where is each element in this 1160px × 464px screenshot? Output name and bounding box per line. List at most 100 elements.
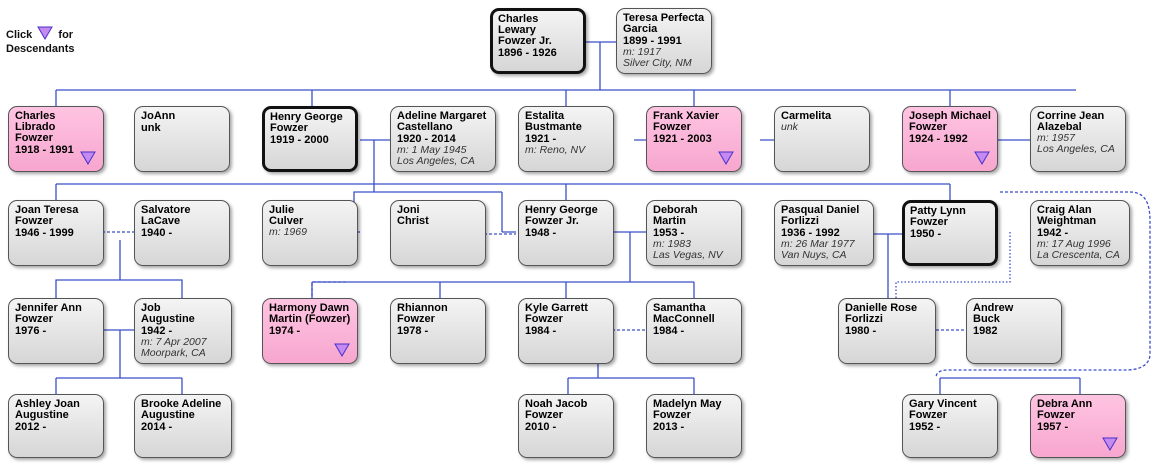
person-years: 1980 - bbox=[845, 325, 877, 337]
person-name: Craig Alan Weightman bbox=[1037, 204, 1097, 227]
person-name: Joseph Michael Fowzer bbox=[909, 110, 991, 133]
person-card-henry-george-fowzer-jr[interactable]: Henry George Fowzer Jr.1948 - bbox=[518, 200, 614, 266]
person-name: Danielle Rose Forlizzi bbox=[845, 302, 918, 325]
person-name: Andrew Buck bbox=[973, 302, 1014, 325]
person-name: Kyle Garrett Fowzer bbox=[525, 302, 588, 325]
marriage-info: m: Reno, NV bbox=[525, 144, 586, 156]
person-card-harmony-dawn-martin-fowzer[interactable]: Harmony Dawn Martin (Fowzer)1974 - bbox=[262, 298, 358, 364]
person-years: 2014 - bbox=[141, 421, 173, 433]
person-name: Harmony Dawn Martin (Fowzer) bbox=[269, 302, 351, 325]
person-name: Deborah Martin bbox=[653, 204, 698, 227]
descendants-triangle-icon[interactable] bbox=[80, 151, 96, 165]
person-name: Samantha MacConnell bbox=[653, 302, 715, 325]
person-years: 1957 - bbox=[1037, 421, 1069, 433]
marriage-info: m: 17 Aug 1996 La Crescenta, CA bbox=[1037, 238, 1120, 261]
person-name: Debra Ann Fowzer bbox=[1037, 398, 1093, 421]
marriage-info: m: 26 Mar 1977 Van Nuys, CA bbox=[781, 238, 855, 261]
descendants-triangle-icon[interactable] bbox=[1102, 437, 1118, 451]
descendants-triangle-icon[interactable] bbox=[334, 343, 350, 357]
person-years: 1918 - 1991 bbox=[15, 144, 74, 156]
person-years: 1950 - bbox=[910, 228, 942, 240]
person-name: Charles Librado Fowzer bbox=[15, 110, 56, 144]
person-name: Frank Xavier Fowzer bbox=[653, 110, 720, 133]
person-name: Pasqual Daniel Forlizzi bbox=[781, 204, 860, 227]
person-name: Job Augustine bbox=[141, 302, 195, 325]
person-years: 1984 - bbox=[525, 325, 557, 337]
person-years: 1953 - bbox=[653, 227, 685, 239]
person-card-charles-lewary-fowzer-jr[interactable]: Charles Lewary Fowzer Jr.1896 - 1926 bbox=[490, 8, 586, 74]
person-name: Madelyn May Fowzer bbox=[653, 398, 722, 421]
person-years: 1919 - 2000 bbox=[270, 134, 329, 146]
person-name: Adeline Margaret Castellano bbox=[397, 110, 487, 133]
person-years: 1921 - 2003 bbox=[653, 133, 712, 145]
person-years: 1978 - bbox=[397, 325, 429, 337]
person-name: Julie Culver bbox=[269, 204, 304, 227]
person-years: 1936 - 1992 bbox=[781, 227, 840, 239]
person-years: unk bbox=[141, 122, 161, 134]
person-name: Carmelita bbox=[781, 110, 832, 122]
person-name: Patty Lynn Fowzer bbox=[910, 205, 966, 228]
person-years: 2010 - bbox=[525, 421, 557, 433]
person-name: JoAnn bbox=[141, 110, 176, 122]
marriage-info: m: 1969 bbox=[269, 226, 307, 238]
person-name: Salvatore LaCave bbox=[141, 204, 191, 227]
person-years: 1899 - 1991 bbox=[623, 35, 682, 47]
legend: Click for Descendants bbox=[6, 26, 74, 56]
descendants-triangle-icon[interactable] bbox=[718, 151, 734, 165]
marriage-info: m: 1957 Los Angeles, CA bbox=[1037, 132, 1115, 155]
person-name: Joan Teresa Fowzer bbox=[15, 204, 79, 227]
person-card-joni-christ[interactable]: Joni Christ bbox=[390, 200, 486, 266]
person-years: 1946 - 1999 bbox=[15, 227, 74, 239]
descendants-triangle-icon[interactable] bbox=[974, 151, 990, 165]
person-years: 2012 - bbox=[15, 421, 47, 433]
person-name: Gary Vincent Fowzer bbox=[909, 398, 977, 421]
person-name: Corrine Jean Alazebal bbox=[1037, 110, 1105, 133]
legend-for-label: for bbox=[58, 29, 74, 41]
person-name: Charles Lewary Fowzer Jr. bbox=[498, 13, 552, 47]
person-name: Noah Jacob Fowzer bbox=[525, 398, 588, 421]
person-years: 1921 - bbox=[525, 133, 557, 145]
person-name: Brooke Adeline Augustine bbox=[141, 398, 222, 421]
person-years: 1974 - bbox=[269, 325, 301, 337]
person-name: Rhiannon Fowzer bbox=[397, 302, 448, 325]
marriage-info: m: 1 May 1945 Los Angeles, CA bbox=[397, 144, 475, 167]
person-years: 1896 - 1926 bbox=[498, 47, 557, 59]
descendants-triangle-icon bbox=[37, 26, 54, 40]
person-years: 1940 - bbox=[141, 227, 173, 239]
person-years: 1920 - 2014 bbox=[397, 133, 456, 145]
person-name: Jennifer Ann Fowzer bbox=[15, 302, 82, 325]
person-name: Estalita Bustmante bbox=[525, 110, 582, 133]
person-years: 2013 - bbox=[653, 421, 685, 433]
marriage-info: m: 7 Apr 2007 Moorpark, CA bbox=[141, 336, 207, 359]
